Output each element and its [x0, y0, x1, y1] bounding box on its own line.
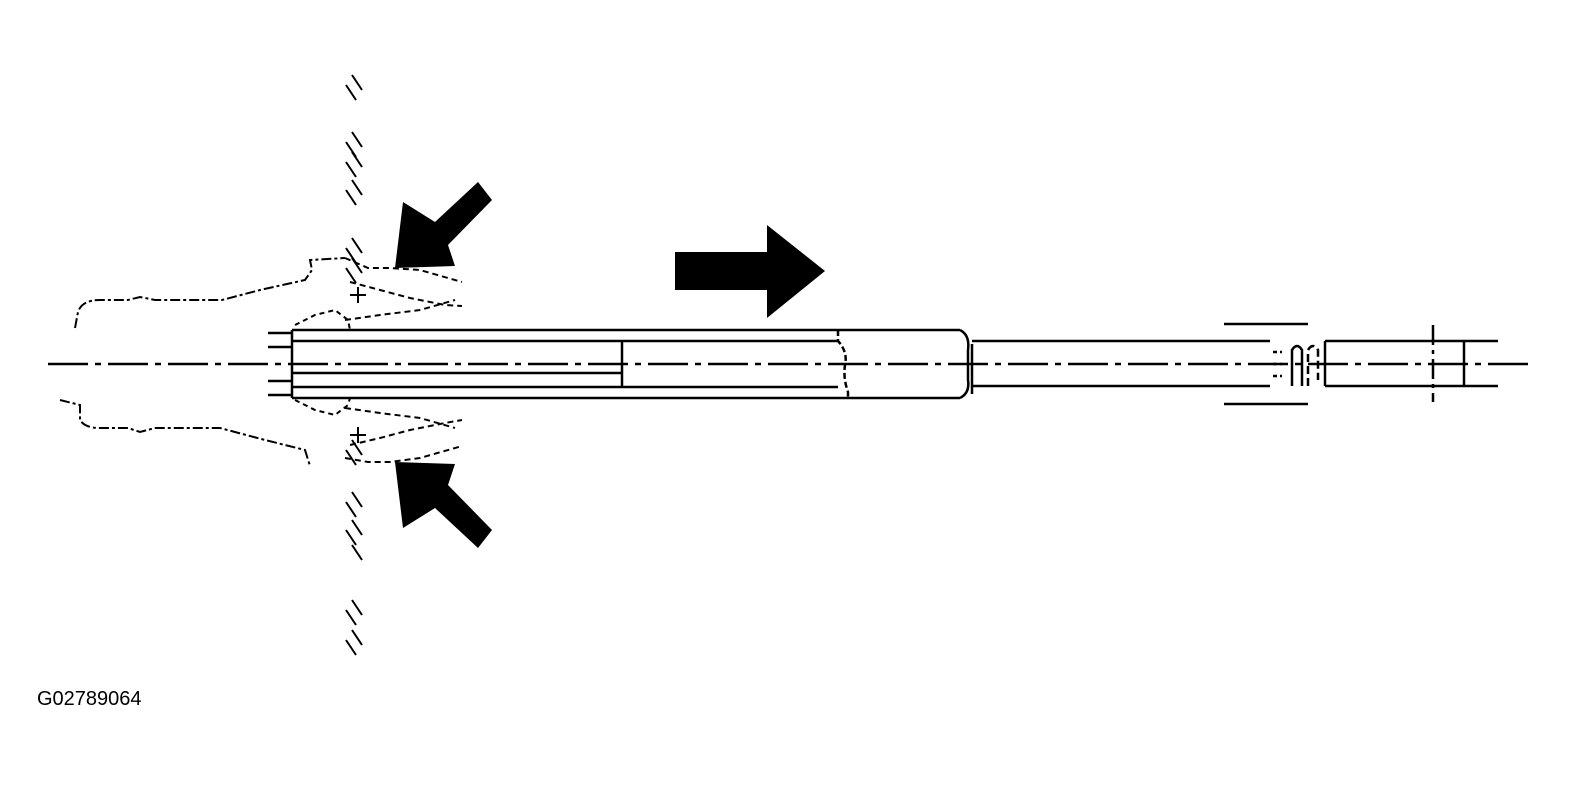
cable-clip: [1224, 322, 1320, 406]
hand-outline: [59, 257, 463, 467]
squeeze-arrow-lower: [395, 462, 492, 548]
cable-wire: [972, 339, 1270, 388]
cable-stubs: [268, 331, 292, 397]
panel-wall-hatching: [345, 74, 363, 656]
inner-sleeve: [292, 330, 850, 398]
squeeze-arrow-upper: [395, 182, 492, 268]
pull-direction-arrow: [675, 225, 825, 318]
cable-end-fitting: [1323, 325, 1498, 402]
figure-id-label: G02789064: [37, 688, 142, 710]
